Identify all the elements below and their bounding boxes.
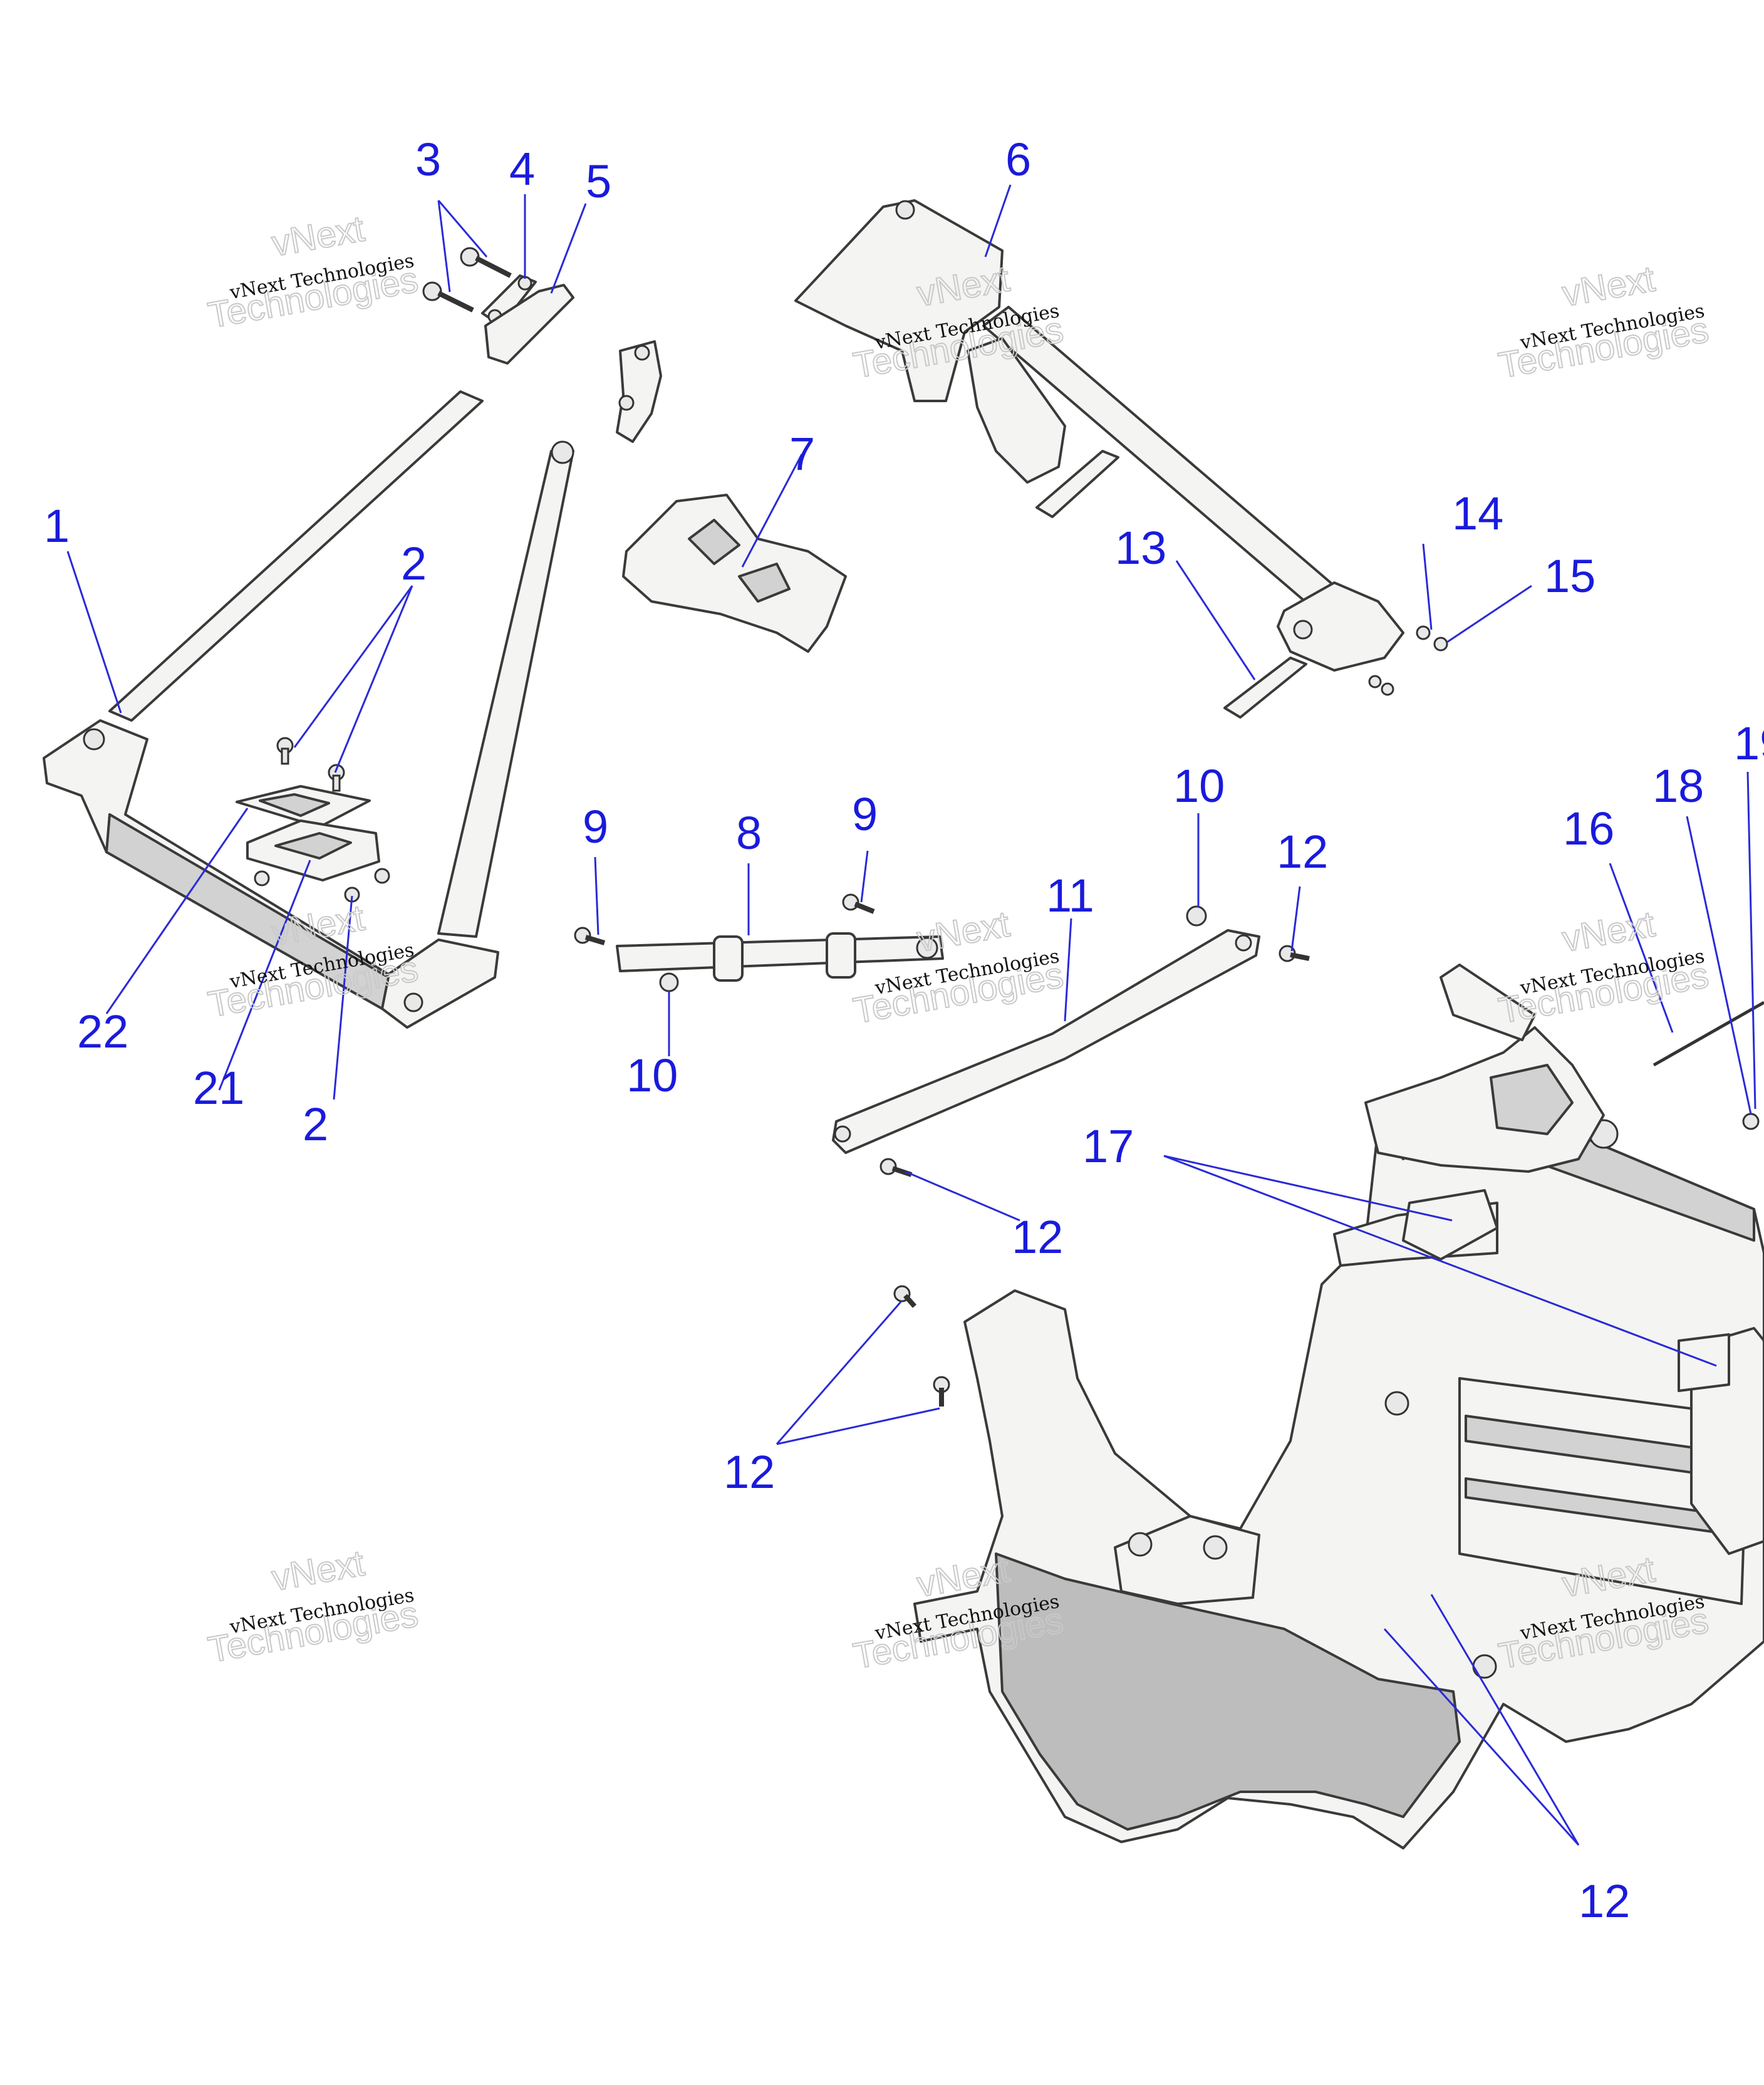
part-22-gasket-plate <box>236 785 371 828</box>
upper-chassis-bracket <box>1364 964 1764 1173</box>
callout-12-middle: 12 <box>1012 1211 1063 1263</box>
callout-10-upper: 10 <box>1173 760 1225 812</box>
callout-10-lower: 10 <box>626 1049 678 1101</box>
watermark-brand-top: vNext <box>269 897 367 954</box>
callout-2-lower: 2 <box>303 1098 328 1150</box>
part-1-front-frame-tube <box>43 390 499 1029</box>
callout-8: 8 <box>736 807 762 859</box>
watermark-brand-top: vNext <box>914 903 1012 960</box>
leader-lines <box>66 184 1756 1846</box>
main-chassis-frame <box>913 1076 1764 1849</box>
part-11-cross-bar <box>832 929 1260 1154</box>
callout-5: 5 <box>586 155 611 207</box>
part-21-mount-bracket <box>246 819 380 881</box>
watermark-top-left: vNext Technologies vNext Technologies <box>204 207 422 336</box>
callout-14: 14 <box>1452 487 1503 539</box>
callout-16: 16 <box>1563 803 1614 855</box>
part-2-screws <box>254 737 390 903</box>
watermark-brand-top: vNext <box>269 208 367 264</box>
part-17-decals <box>1402 1189 1730 1392</box>
callout-12-bottom: 12 <box>1579 1875 1630 1927</box>
callout-9-left: 9 <box>583 801 608 853</box>
part-13-strap-bracket <box>1035 450 1307 719</box>
callout-18: 18 <box>1652 760 1704 812</box>
callout-11: 11 <box>1046 870 1094 922</box>
callout-2-upper: 2 <box>401 538 427 590</box>
part-5-clamp-bracket <box>484 284 574 365</box>
watermark-top-right: vNext Technologies vNext Technologies <box>1495 257 1712 387</box>
callout-12-right: 12 <box>1277 826 1328 878</box>
callout-3: 3 <box>415 133 441 185</box>
callout-19: 19 <box>1734 717 1764 769</box>
callout-17: 17 <box>1082 1120 1134 1172</box>
watermark-brand-top: vNext <box>1559 258 1658 315</box>
part-6-steering-support <box>794 199 1404 672</box>
callout-9-right: 9 <box>852 788 878 840</box>
callout-13: 13 <box>1115 522 1166 574</box>
callout-6: 6 <box>1005 133 1031 185</box>
part-9-bolts <box>574 893 875 945</box>
callout-1: 1 <box>44 500 70 552</box>
callout-22: 22 <box>77 1006 128 1058</box>
watermark-mid-center: vNext Technologies vNext Technologies <box>849 903 1067 1032</box>
callout-4: 4 <box>509 143 535 195</box>
callout-12-left: 12 <box>724 1446 775 1498</box>
callout-15: 15 <box>1544 550 1595 602</box>
part-14-washer <box>1416 625 1431 640</box>
callout-21: 21 <box>193 1062 244 1114</box>
part-15-nut <box>1368 637 1448 696</box>
watermark-brand-top: vNext <box>269 1542 367 1599</box>
part-1-rear-leg-tube <box>437 440 574 938</box>
clamp-bracket-center <box>616 340 662 443</box>
watermark-low-left: vNext Technologies vNext Technologies <box>204 1542 422 1671</box>
part-3-bolts <box>422 247 512 313</box>
callout-labels: 1 2 2 3 4 5 6 7 8 9 9 10 10 11 12 12 12 … <box>44 133 1764 1927</box>
part-8-link-rod <box>616 932 944 982</box>
watermark-mid-right: vNext Technologies vNext Technologies <box>1495 903 1712 1032</box>
part-7-bracket-plate <box>622 494 847 653</box>
callout-7: 7 <box>789 428 815 480</box>
